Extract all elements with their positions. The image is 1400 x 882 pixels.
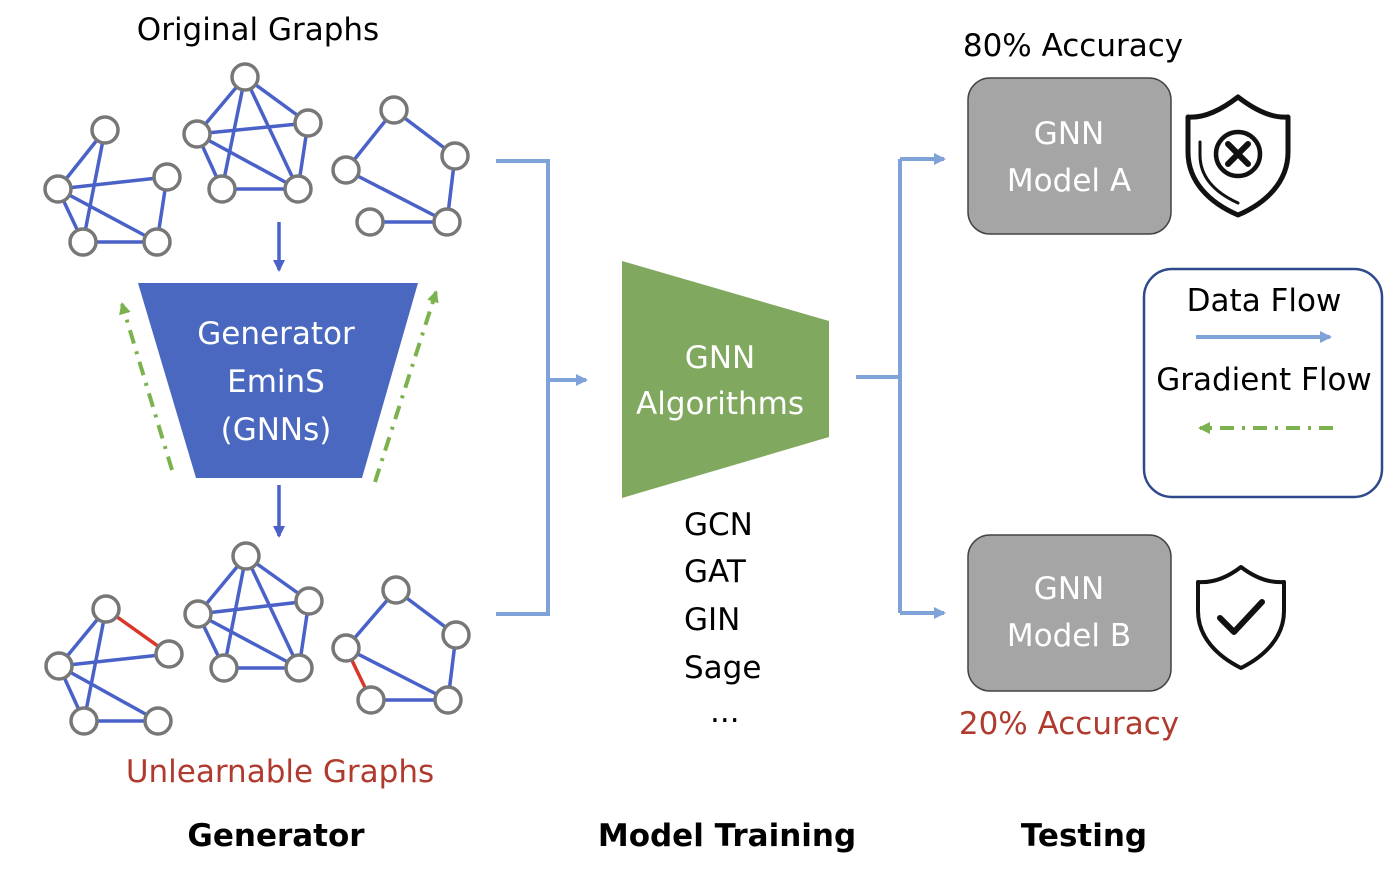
section-testing-label: Testing	[1021, 818, 1147, 854]
training-to-testing-connector	[856, 159, 902, 613]
section-model-training-label: Model Training	[598, 818, 856, 854]
generator-line-2: EminS	[227, 364, 325, 400]
shield-x-icon	[1185, 94, 1291, 218]
model-b-box: GNN Model B	[967, 534, 1172, 692]
model-a-line-2: Model A	[1007, 163, 1131, 199]
model-a-accuracy: 80% Accuracy	[963, 28, 1183, 64]
original-graph-3	[331, 95, 470, 237]
algorithms-list: GCN GAT GIN Sage ...	[684, 507, 761, 730]
unlearnable-graphs-label: Unlearnable Graphs	[126, 754, 434, 790]
model-b-accuracy: 20% Accuracy	[959, 706, 1179, 742]
generator-line-1: Generator	[197, 316, 355, 352]
gradient-flow-arrow-right	[373, 290, 439, 483]
model-a-line-1: GNN	[1034, 116, 1104, 152]
legend-gradient-flow-label: Gradient Flow	[1156, 362, 1372, 398]
algorithm-item: GIN	[684, 602, 740, 638]
original-graphs-label: Original Graphs	[137, 12, 379, 48]
algorithm-item: Sage	[684, 650, 761, 686]
section-generator-label: Generator	[187, 818, 365, 854]
algorithm-item: GAT	[684, 554, 747, 590]
graphs-to-training-connector	[496, 159, 586, 616]
original-graph-1	[43, 115, 182, 257]
legend-data-flow-label: Data Flow	[1187, 283, 1342, 319]
model-b-line-2: Model B	[1007, 618, 1131, 654]
generator-line-3: (GNNs)	[221, 412, 332, 448]
model-b-line-1: GNN	[1034, 571, 1104, 607]
original-graph-2	[182, 62, 323, 204]
gnn-algorithms-line-2: Algorithms	[636, 386, 804, 422]
gradient-flow-arrow-left	[119, 302, 174, 471]
unlearnable-graph-2	[183, 541, 324, 683]
shield-check-icon	[1196, 565, 1286, 670]
unlearnable-graph-3	[331, 575, 471, 715]
algorithm-item: ...	[710, 694, 740, 730]
model-a-box: GNN Model A	[967, 77, 1172, 235]
unlearnable-graph-1	[44, 594, 184, 736]
algorithm-item: GCN	[684, 507, 753, 543]
generator-trapezoid: Generator EminS (GNNs)	[138, 283, 418, 478]
gnn-algorithms-line-1: GNN	[685, 340, 755, 376]
gnn-algorithms-trapezoid: GNN Algorithms	[622, 261, 829, 498]
legend-box: Data Flow Gradient Flow	[1142, 267, 1384, 499]
